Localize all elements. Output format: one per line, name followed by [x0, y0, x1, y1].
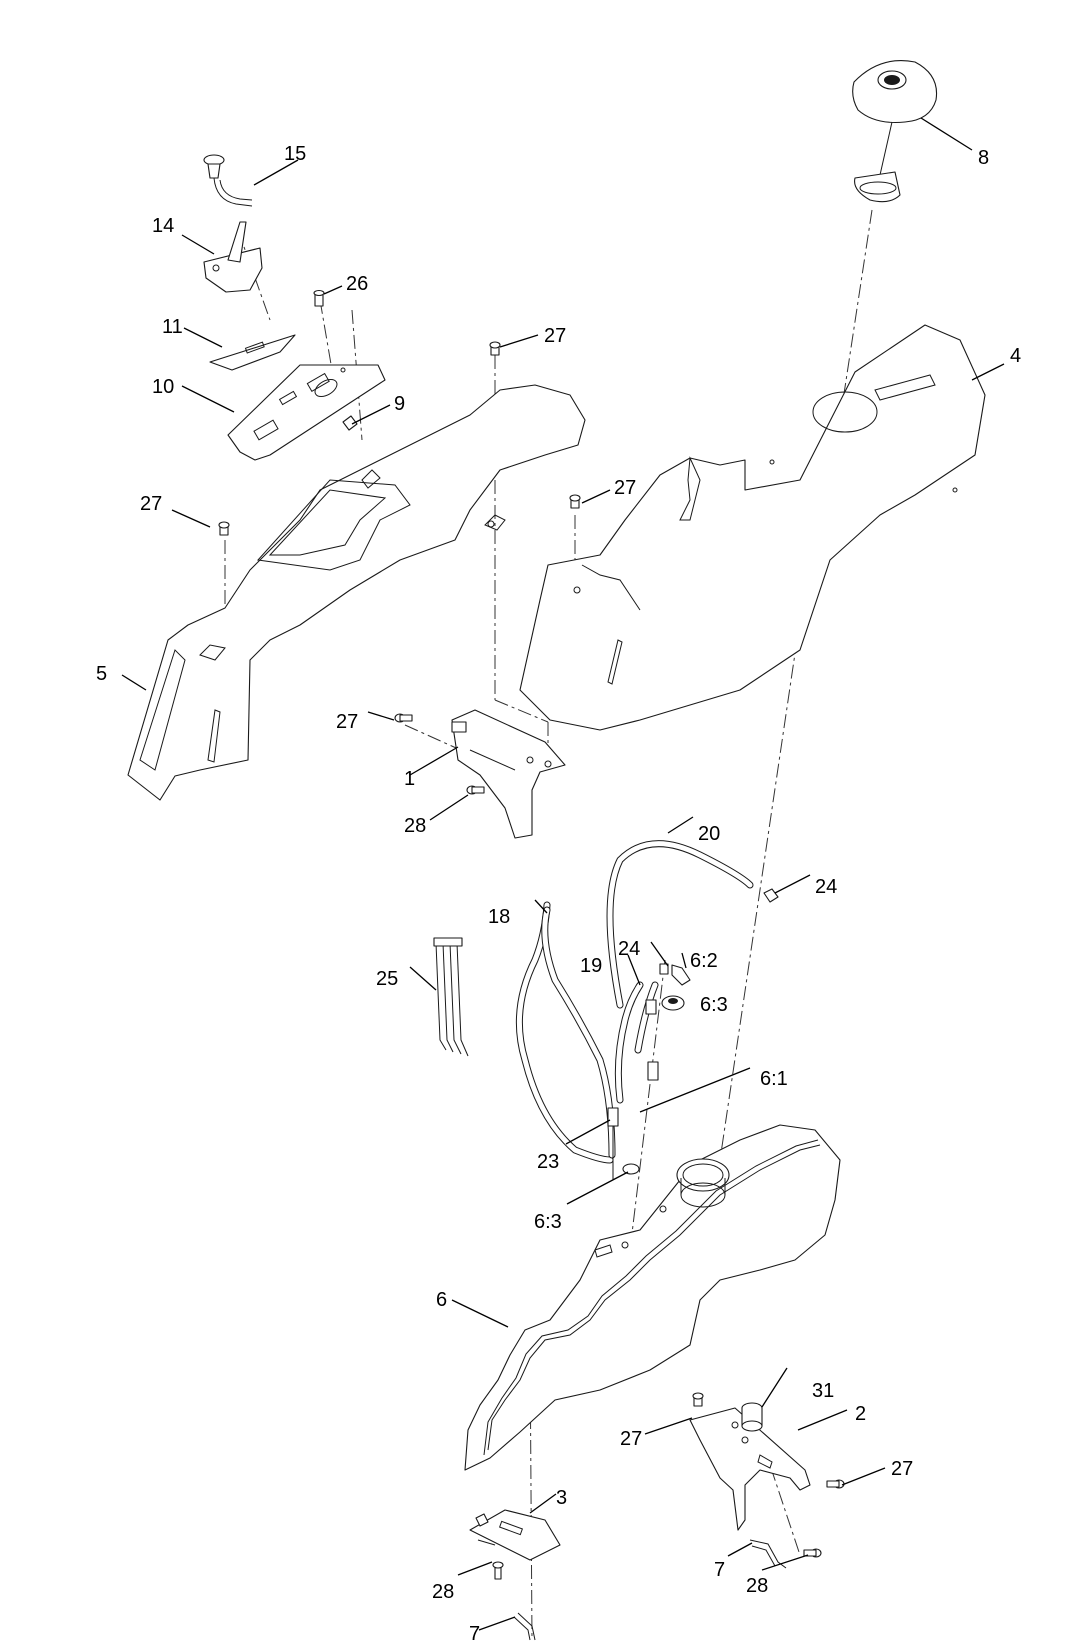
callout-27-b: 27 — [140, 493, 162, 515]
callout-11: 11 — [162, 316, 183, 338]
part-8-fuel-cap — [852, 60, 938, 203]
part-11-plate — [209, 334, 296, 371]
callout-18: 18 — [488, 906, 510, 928]
part-6-2-elbow — [659, 963, 691, 986]
callout-24-b: 24 — [618, 938, 640, 960]
callout-24-a: 24 — [815, 876, 837, 898]
callout-7-b: 7 — [469, 1623, 480, 1642]
part-6-3-grommet — [622, 995, 685, 1175]
part-1-bracket — [451, 709, 566, 839]
callout-6-2: 6:2 — [690, 950, 718, 972]
callout-26: 26 — [346, 273, 368, 295]
callout-8: 8 — [978, 147, 989, 169]
part-14-lever — [203, 221, 263, 293]
callout-6: 6 — [436, 1289, 447, 1311]
part-18-hose — [515, 901, 616, 1164]
part-15-knob — [203, 154, 253, 207]
callout-27-e: 27 — [620, 1428, 642, 1450]
hardware-upper — [218, 289, 581, 536]
part-20-hose — [606, 840, 779, 1009]
part-2-bracket — [689, 1407, 811, 1531]
callout-15: 15 — [284, 143, 306, 165]
part-25-cable-ties — [433, 937, 469, 1057]
callout-labels: 15 14 26 11 27 10 9 27 27 5 27 1 28 8 4 … — [96, 143, 1021, 1642]
part-7-clips — [513, 1539, 787, 1641]
callout-3: 3 — [556, 1487, 567, 1509]
callout-27-f: 27 — [891, 1458, 913, 1480]
callout-6-3-a: 6:3 — [700, 994, 728, 1016]
callout-6-3-b: 6:3 — [534, 1211, 562, 1233]
part-4-fender — [519, 324, 986, 731]
callout-25: 25 — [376, 968, 398, 990]
part-6-fuel-tank — [464, 1124, 841, 1471]
callout-9: 9 — [394, 393, 405, 415]
callout-28-c: 28 — [746, 1575, 768, 1597]
part-31-bumper — [741, 1402, 763, 1432]
callout-1: 1 — [404, 768, 415, 790]
callout-28-b: 28 — [432, 1581, 454, 1603]
hardware-lower — [492, 1392, 845, 1580]
part-3-bracket — [469, 1509, 561, 1561]
callout-27-c: 27 — [614, 477, 636, 499]
part-5-fender — [127, 384, 586, 801]
part-10-control-plate — [227, 364, 386, 461]
callout-23: 23 — [537, 1151, 559, 1173]
callout-20: 20 — [698, 823, 720, 845]
callout-10: 10 — [152, 376, 174, 398]
part-23-fitting — [607, 1107, 619, 1180]
callout-2: 2 — [855, 1403, 866, 1425]
bolts-part-1 — [394, 713, 485, 795]
callout-27-a: 27 — [544, 325, 566, 347]
callout-28-a: 28 — [404, 815, 426, 837]
callout-31: 31 — [812, 1380, 834, 1402]
callout-27-d: 27 — [336, 711, 358, 733]
callout-5: 5 — [96, 663, 107, 685]
leader-lines — [121, 117, 1005, 1631]
callout-7-a: 7 — [714, 1559, 725, 1581]
part-19-hose — [614, 981, 659, 1104]
callout-19: 19 — [580, 955, 602, 977]
callout-4: 4 — [1010, 345, 1021, 367]
callout-14: 14 — [152, 215, 174, 237]
callout-6-1: 6:1 — [760, 1068, 788, 1090]
